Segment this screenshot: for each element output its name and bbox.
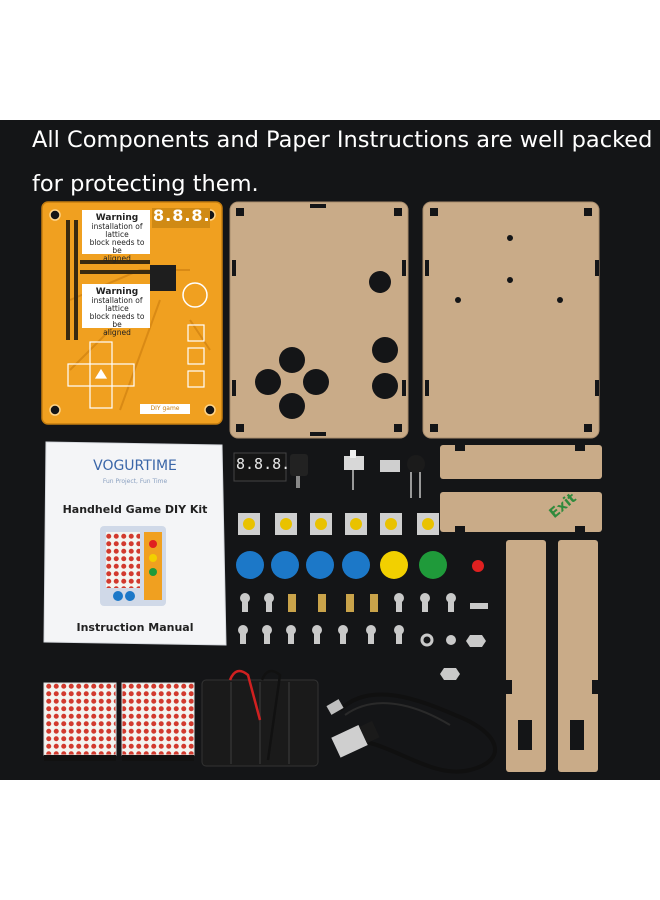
pcb-dpad-outline <box>67 341 135 409</box>
instruction-manual <box>43 441 227 646</box>
led-matrix-right <box>121 682 195 761</box>
caption-line-2: for protecting them. <box>32 171 259 197</box>
manual-title: Handheld Game DIY Kit <box>62 503 208 516</box>
usb-socket <box>380 460 400 472</box>
pcb-microcontroller-chip <box>150 265 176 291</box>
buzzer-component <box>407 455 425 498</box>
pcb-warning-line-1: installation of lattice <box>91 222 143 239</box>
tactile-switch-row <box>238 513 439 535</box>
pcb-warning-line-3: aligned <box>103 254 131 263</box>
manual-product-illustration <box>100 526 166 606</box>
screws-and-standoffs <box>238 593 488 680</box>
seg-display-digits: 8.8.8. <box>236 455 291 473</box>
manual-slogan: Fun Project, Fun Time <box>102 478 168 485</box>
pcb-warning-title: Warning <box>95 213 139 223</box>
button-cap-row <box>236 551 484 579</box>
kit-components-illustration <box>41 201 602 774</box>
pcb-warning-line-1b: installation of lattice <box>91 296 143 313</box>
pcb-warning-title-2: Warning <box>95 287 139 297</box>
usb-cable <box>326 692 497 774</box>
pcb-display-digits: 8.8.8. <box>153 206 211 225</box>
acrylic-legs <box>506 540 598 772</box>
caption-line-1: All Components and Paper Instructions ar… <box>32 127 653 153</box>
game-pcb-board <box>41 201 223 425</box>
battery-holder <box>201 669 319 767</box>
manual-footer: Instruction Manual <box>76 621 194 634</box>
acrylic-side-strips <box>440 445 602 532</box>
led-matrix-left <box>43 682 117 761</box>
pcb-warning-line-2b: block needs to be <box>89 312 145 329</box>
manual-brand: VOGURTIME <box>93 458 177 474</box>
pcb-warning-box-top <box>82 210 150 254</box>
acrylic-front-panel <box>229 201 409 439</box>
pcb-warning-label-bottom: Warning installation of lattice block ne… <box>85 287 149 337</box>
acrylic-back-panel <box>422 201 600 439</box>
pcb-corner-label: DIY game <box>150 405 180 412</box>
seven-segment-display <box>233 452 287 482</box>
slide-switch <box>344 450 364 490</box>
product-photo: All Components and Paper Instructions ar… <box>0 120 660 780</box>
pcb-warning-box-bottom <box>82 284 150 328</box>
pcb-warning-line-2: block needs to be <box>89 238 145 255</box>
potentiometer-knob <box>290 454 308 488</box>
pcb-warning-line-3b: aligned <box>103 328 131 337</box>
pcb-warning-label-top: Warning installation of lattice block ne… <box>85 213 149 263</box>
